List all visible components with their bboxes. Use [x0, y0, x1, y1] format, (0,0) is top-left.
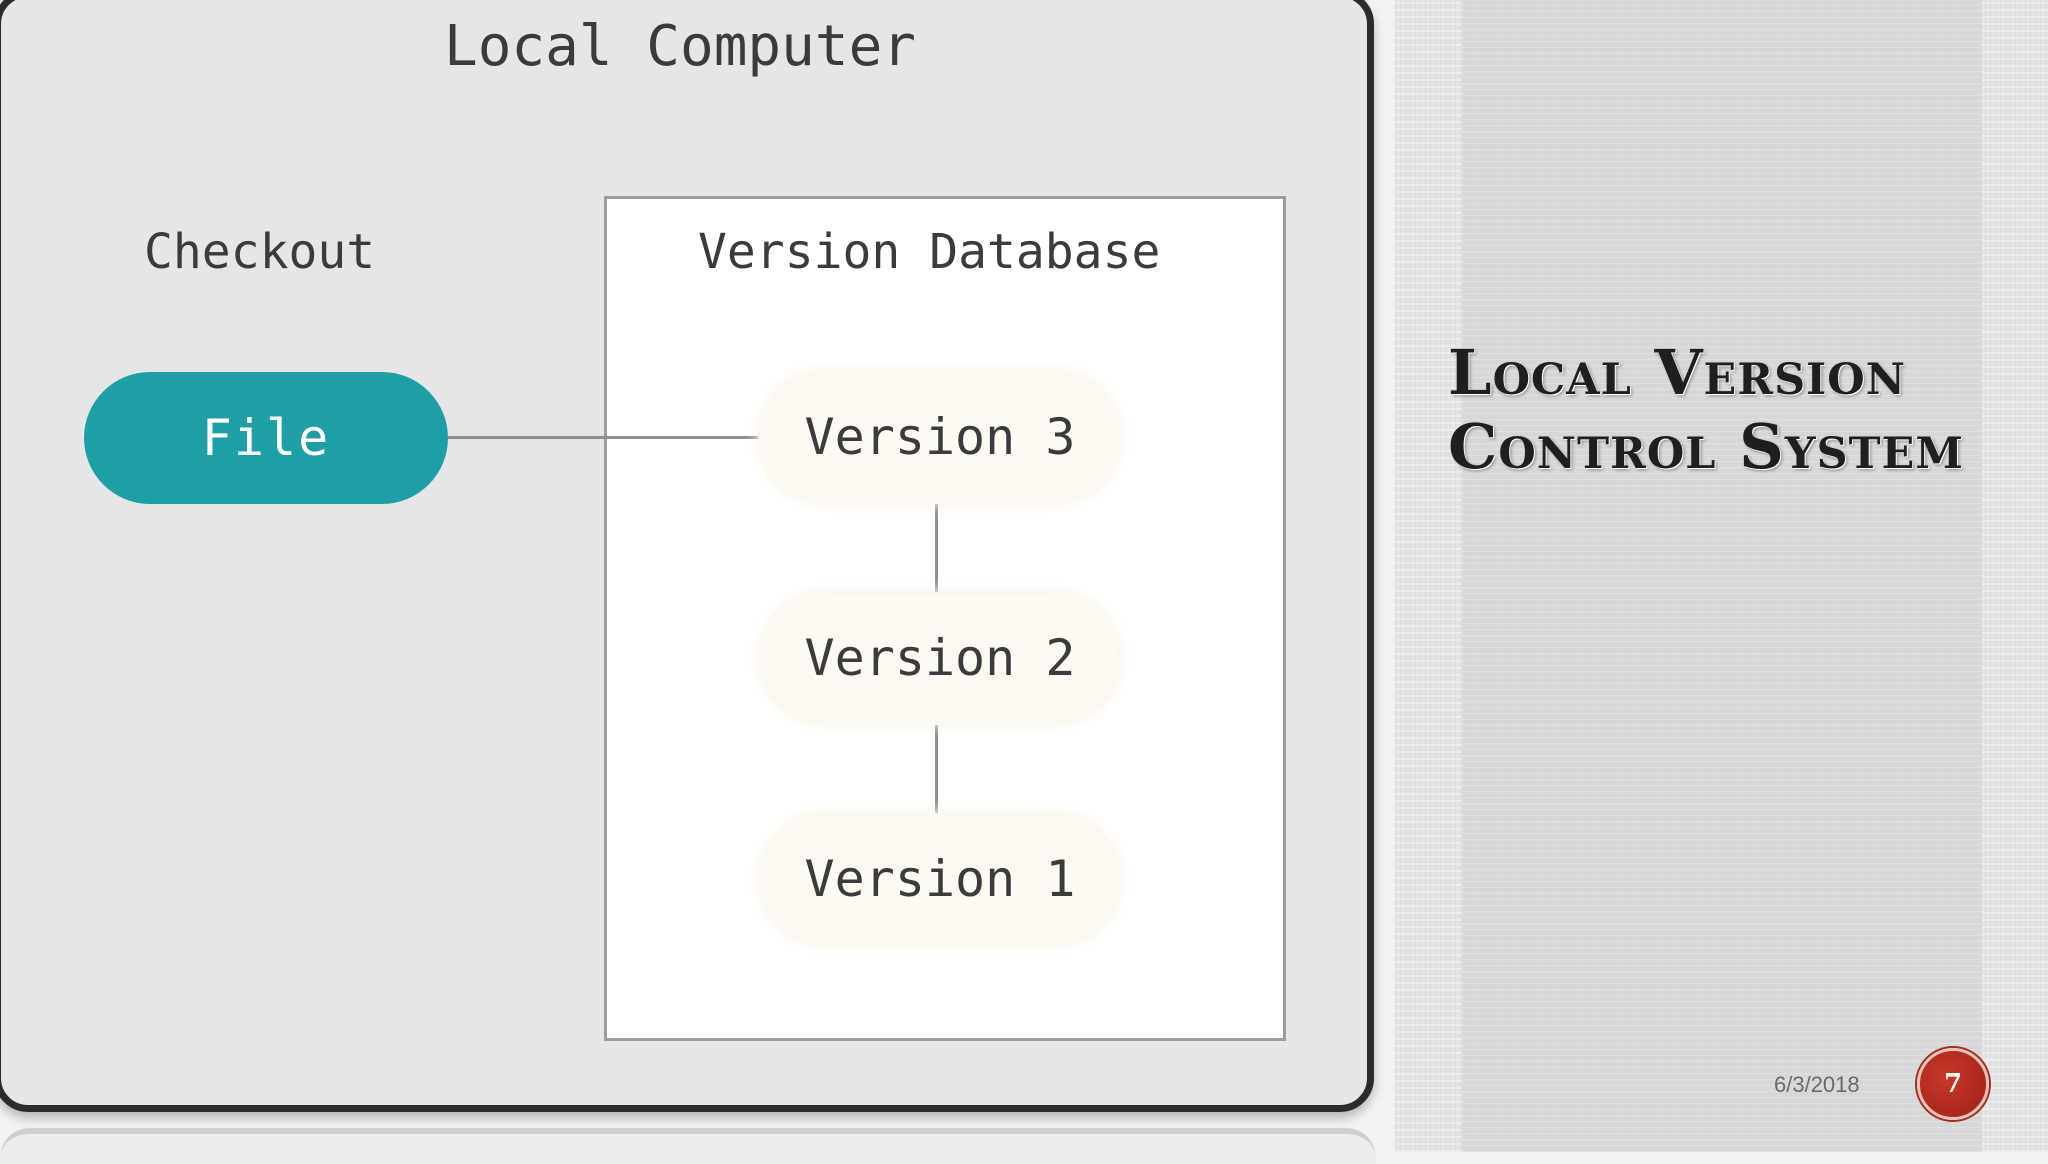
version-2-node: Version 2 [762, 595, 1118, 721]
version-1-label: Version 1 [804, 850, 1076, 908]
slide-number: 7 [1943, 1069, 1963, 1099]
version-2-to-1-connector [935, 725, 938, 813]
file-to-version-connector-inner [448, 436, 758, 439]
checkout-label: Checkout [144, 224, 376, 280]
textured-background-band [1462, 0, 1982, 1152]
panel-bottom-edge [0, 1128, 1376, 1164]
slide-title-line-2: Control System [1448, 410, 1965, 483]
version-database-title: Version Database [698, 224, 1161, 280]
file-node: File [84, 372, 448, 504]
local-computer-title: Local Computer [444, 14, 917, 79]
version-3-label: Version 3 [804, 408, 1076, 466]
version-3-to-2-connector [935, 504, 938, 592]
version-2-label: Version 2 [804, 629, 1076, 687]
slide-number-badge: 7 [1917, 1048, 1989, 1120]
slide-title-line-1: Local Version [1448, 336, 1907, 409]
slide-title: Local Version Control System [1448, 336, 2008, 484]
version-3-node: Version 3 [762, 374, 1118, 500]
slide-date: 6/3/2018 [1774, 1072, 1860, 1097]
version-1-node: Version 1 [762, 816, 1118, 942]
file-node-label: File [201, 409, 331, 467]
